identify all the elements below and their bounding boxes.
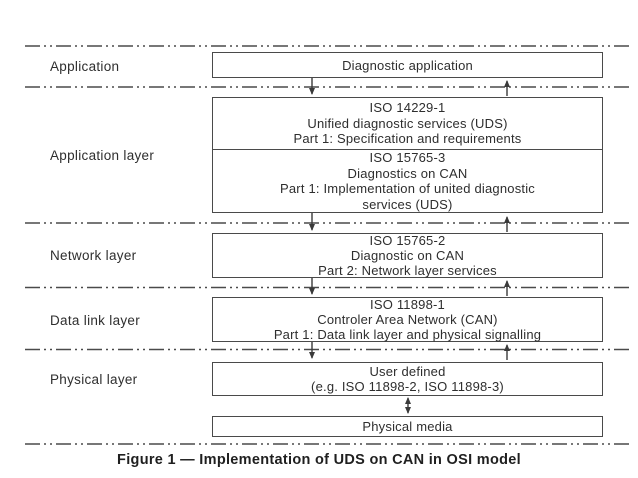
- box-text-line: ISO 15765-3: [369, 150, 446, 165]
- box-text-line: Diagnostic application: [342, 57, 473, 73]
- layer-label-data-link-layer: Data link layer: [50, 313, 141, 328]
- box-text-line: Diagnostic on CAN: [350, 248, 465, 263]
- box-iso-11898-1: ISO 11898-1 Controler Area Network (CAN)…: [212, 297, 603, 342]
- box-text-line: Part 1: Specification and requirements: [293, 131, 522, 147]
- layer-label-application: Application: [50, 59, 120, 74]
- layer-label-network-layer: Network layer: [50, 248, 137, 263]
- box-iso-15765-2: ISO 15765-2 Diagnostic on CAN Part 2: Ne…: [212, 233, 603, 278]
- layer-label-physical-layer: Physical layer: [50, 372, 138, 387]
- box-text-line: ISO 15765-2: [369, 233, 446, 248]
- box-text-line: ISO 14229-1: [369, 100, 446, 116]
- box-application-layer-standards: ISO 14229-1 Unified diagnostic services …: [212, 97, 603, 213]
- box-iso-15765-3: ISO 15765-3 Diagnostics on CAN Part 1: I…: [213, 150, 602, 212]
- box-text-line: ISO 11898-1: [370, 297, 445, 312]
- box-text-line: Part 1: Data link layer and physical sig…: [273, 327, 542, 342]
- box-text-line: (e.g. ISO 11898-2, ISO 11898-3): [311, 379, 504, 394]
- box-diagnostic-application: Diagnostic application: [212, 52, 603, 78]
- figure-caption: Figure 1 — Implementation of UDS on CAN …: [117, 452, 521, 468]
- box-text-line: services (UDS): [362, 196, 453, 212]
- box-text-line: Part 1: Implementation of united diagnos…: [279, 181, 536, 196]
- box-text-line: User defined: [369, 364, 446, 379]
- box-text-line: Unified diagnostic services (UDS): [307, 115, 508, 131]
- layer-label-application-layer: Application layer: [50, 148, 155, 163]
- box-physical-media: Physical media: [212, 416, 603, 437]
- box-text-line: Part 2: Network layer services: [318, 263, 497, 278]
- box-user-defined: User defined (e.g. ISO 11898-2, ISO 1189…: [212, 362, 603, 396]
- box-text-line: Controler Area Network (CAN): [317, 312, 498, 327]
- box-text-line: Diagnostics on CAN: [347, 165, 468, 181]
- box-iso-14229-1: ISO 14229-1 Unified diagnostic services …: [213, 98, 602, 150]
- box-text-line: Physical media: [362, 419, 453, 434]
